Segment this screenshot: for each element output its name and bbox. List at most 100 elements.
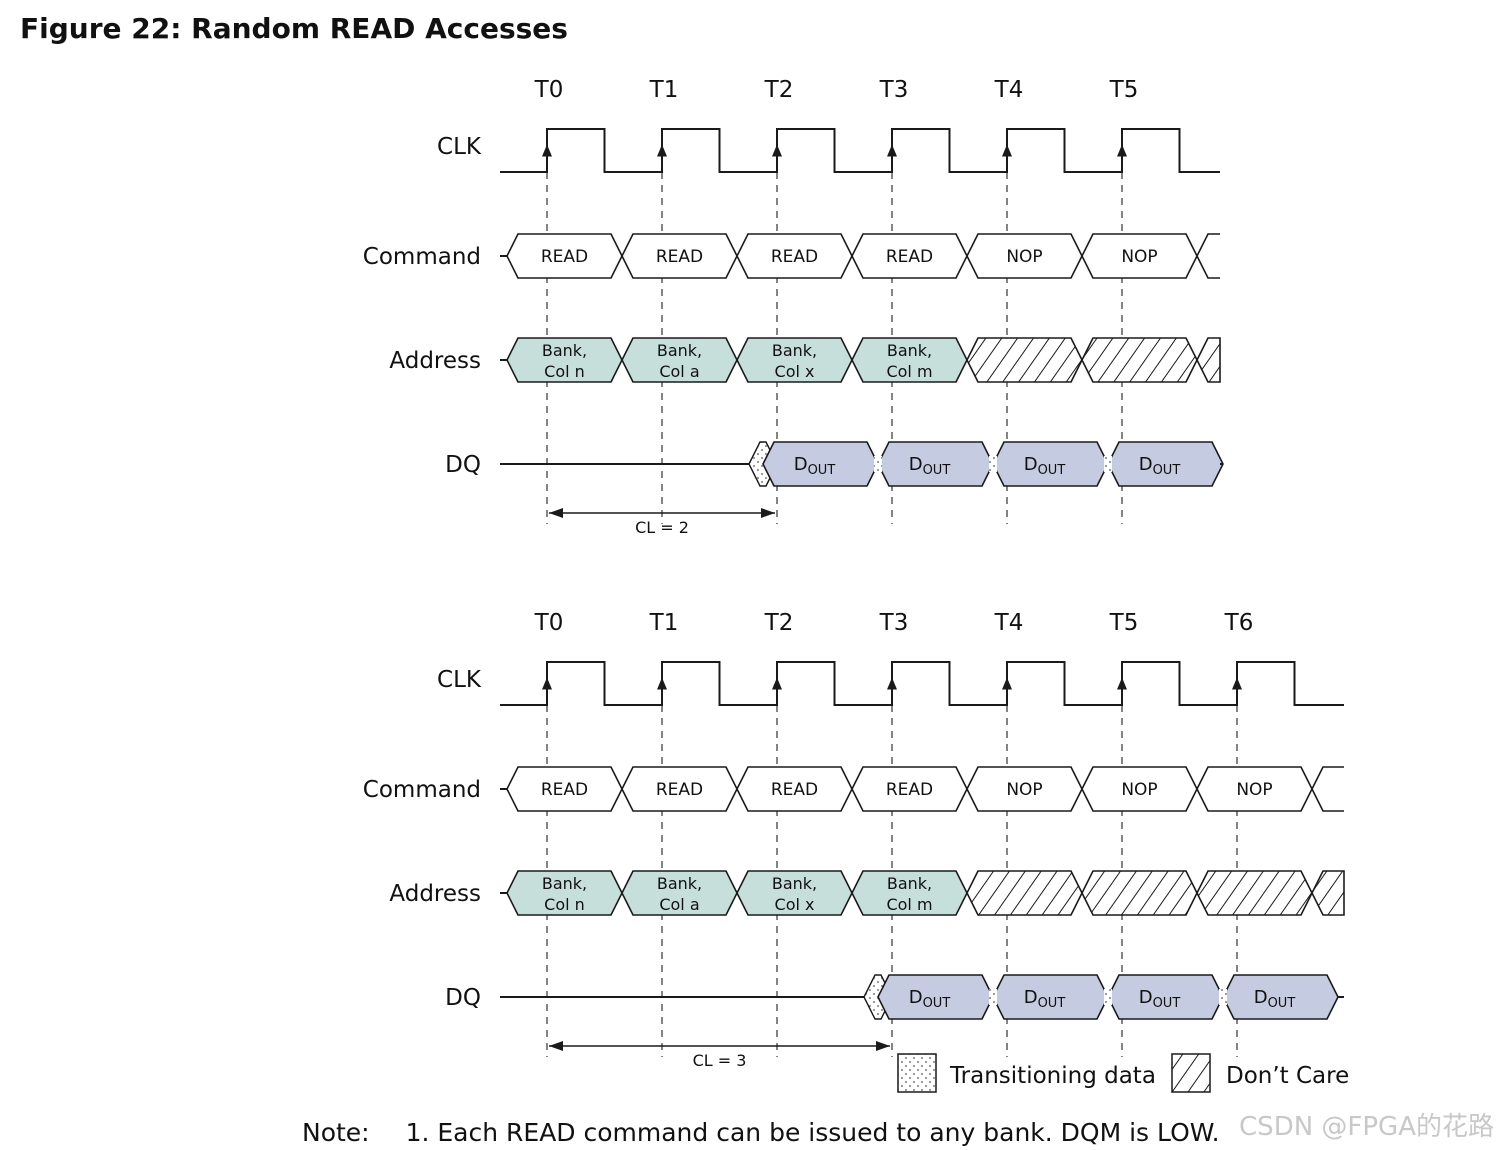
address-line2-0: Col n — [544, 895, 585, 914]
dq-output-subscript-3: OUT — [1268, 996, 1296, 1011]
clk-rising-edge-arrow-5 — [1117, 144, 1127, 157]
signal-label-command: Command — [363, 777, 481, 803]
address-line2-3: Col m — [886, 362, 932, 381]
cl-label: CL = 2 — [635, 518, 689, 537]
address-dont-care-continuation — [1196, 337, 1221, 383]
command-label-0: READ — [541, 780, 588, 800]
address-line1-2: Bank, — [772, 874, 817, 893]
address-dont-care-4 — [966, 337, 1083, 383]
signal-label-clk: CLK — [437, 134, 482, 160]
dq-output-subscript-1: OUT — [923, 463, 951, 478]
command-label-2: READ — [771, 247, 818, 267]
address-line2-2: Col x — [775, 362, 815, 381]
clk-waveform — [500, 661, 1344, 706]
clk-rising-edge-arrow-4 — [1002, 144, 1012, 157]
address-line2-1: Col a — [659, 895, 699, 914]
address-dont-care-4 — [966, 870, 1083, 916]
watermark: CSDN @FPGA的花路 — [1239, 1112, 1494, 1142]
command-slot-continuation — [1196, 233, 1220, 279]
clock-label-t1: T1 — [649, 77, 679, 103]
clk-rising-edge-arrow-0 — [542, 144, 552, 157]
clock-label-t3: T3 — [879, 77, 909, 103]
footnote: Note: 1. Each READ command can be issued… — [302, 1118, 1220, 1147]
address-dont-care-5 — [1081, 337, 1198, 383]
cl-arrow-left-head — [549, 1041, 563, 1051]
clock-label-t3: T3 — [879, 610, 909, 636]
address-line1-1: Bank, — [657, 874, 702, 893]
clock-label-t1: T1 — [649, 610, 679, 636]
dq-output-subscript-1: OUT — [1038, 996, 1066, 1011]
legend-swatch-dontcare — [1171, 1053, 1211, 1093]
clk-rising-edge-arrow-3 — [887, 144, 897, 157]
address-dont-care-6 — [1196, 870, 1313, 916]
dq-output-subscript-2: OUT — [1153, 996, 1181, 1011]
cl-arrow-left-head — [549, 508, 563, 518]
legend-label-dontcare: Don’t Care — [1226, 1063, 1349, 1089]
legend-label-transitioning: Transitioning data — [949, 1063, 1156, 1089]
dq-transition-gap-3 — [1219, 989, 1227, 1005]
legend-swatch-transitioning — [897, 1053, 937, 1093]
clk-rising-edge-arrow-2 — [772, 677, 782, 690]
command-slot-continuation — [1311, 766, 1344, 812]
note-text: Each READ command can be issued to any b… — [437, 1118, 1220, 1147]
clk-rising-edge-arrow-1 — [657, 677, 667, 690]
address-line1-1: Bank, — [657, 341, 702, 360]
command-label-3: READ — [886, 247, 933, 267]
clk-rising-edge-arrow-1 — [657, 144, 667, 157]
cl-label: CL = 3 — [693, 1051, 747, 1070]
address-line2-1: Col a — [659, 362, 699, 381]
address-line1-3: Bank, — [887, 341, 932, 360]
clock-label-t5: T5 — [1109, 77, 1139, 103]
command-label-4: NOP — [1006, 247, 1042, 267]
dq-transition-gap-1 — [989, 989, 997, 1005]
signal-label-dq: DQ — [445, 985, 481, 1011]
clock-label-t2: T2 — [764, 77, 794, 103]
clk-rising-edge-arrow-0 — [542, 677, 552, 690]
figure-title: Figure 22: Random READ Accesses — [20, 12, 568, 45]
command-label-4: NOP — [1006, 780, 1042, 800]
note-label: Note: — [302, 1118, 370, 1147]
dq-output-subscript-0: OUT — [923, 996, 951, 1011]
dq-transition-gap-2 — [989, 456, 997, 472]
clk-rising-edge-arrow-4 — [1002, 677, 1012, 690]
command-label-3: READ — [886, 780, 933, 800]
signal-label-dq: DQ — [445, 452, 481, 478]
dq-transition-gap-2 — [1104, 989, 1112, 1005]
legend: Transitioning data Don’t Care — [897, 1053, 1349, 1093]
address-line2-3: Col m — [886, 895, 932, 914]
clk-rising-edge-arrow-6 — [1232, 677, 1242, 690]
cl-arrow-right-head — [761, 508, 775, 518]
address-line1-2: Bank, — [772, 341, 817, 360]
clock-label-t0: T0 — [534, 610, 564, 636]
command-label-5: NOP — [1121, 247, 1157, 267]
dq-output-subscript-3: OUT — [1153, 463, 1181, 478]
dq-output-subscript-0: OUT — [808, 463, 836, 478]
signal-label-address: Address — [389, 881, 481, 907]
clk-rising-edge-arrow-5 — [1117, 677, 1127, 690]
clk-waveform — [500, 128, 1220, 173]
address-line1-0: Bank, — [542, 341, 587, 360]
signal-label-command: Command — [363, 244, 481, 270]
command-label-1: READ — [656, 780, 703, 800]
clock-label-t5: T5 — [1109, 610, 1139, 636]
command-label-2: READ — [771, 780, 818, 800]
dq-output-label-2: DOUT — [1024, 454, 1066, 478]
cl-arrow-right-head — [876, 1041, 890, 1051]
address-line2-0: Col n — [544, 362, 585, 381]
clock-label-t0: T0 — [534, 77, 564, 103]
signal-label-address: Address — [389, 348, 481, 374]
clk-rising-edge-arrow-2 — [772, 144, 782, 157]
clock-label-t4: T4 — [994, 77, 1024, 103]
clock-label-t6: T6 — [1224, 610, 1254, 636]
address-line1-3: Bank, — [887, 874, 932, 893]
signal-label-clk: CLK — [437, 667, 482, 693]
clock-label-t2: T2 — [764, 610, 794, 636]
clock-label-t4: T4 — [994, 610, 1024, 636]
command-label-5: NOP — [1121, 780, 1157, 800]
address-dont-care-5 — [1081, 870, 1198, 916]
clk-rising-edge-arrow-3 — [887, 677, 897, 690]
command-label-6: NOP — [1236, 780, 1272, 800]
